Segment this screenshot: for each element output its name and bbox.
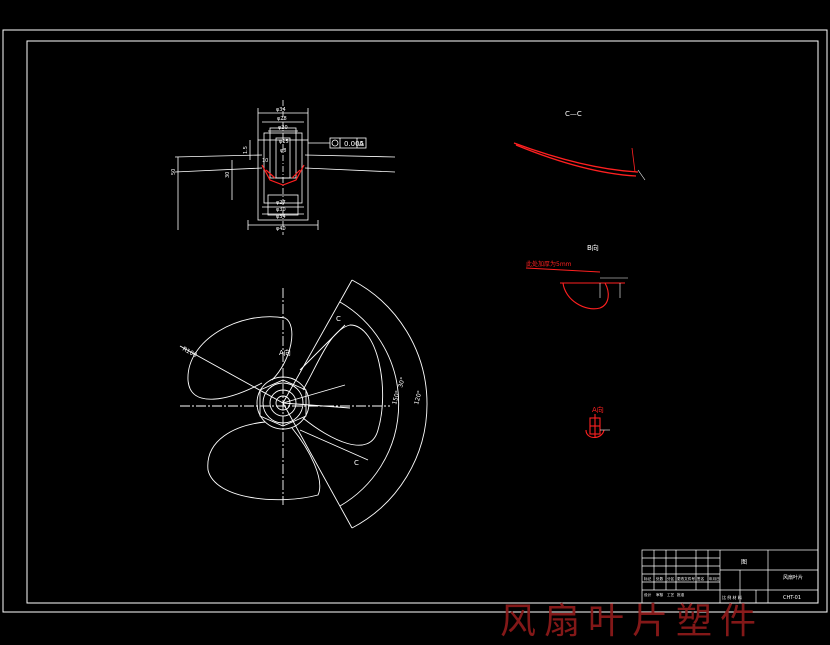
dim-text: φ34: [276, 214, 286, 220]
inner-frame: [26, 40, 819, 604]
title-cell: 审核: [656, 592, 664, 597]
section-c-label-top: C: [336, 315, 341, 323]
fan-front-view: [179, 279, 428, 529]
title-block-small-cells: 标记 处数 分区 更改文件号 签名 年月日 设计 审核 工艺 批准: [644, 576, 720, 597]
title-cell: 签名: [697, 576, 705, 581]
dim-text: 50: [171, 169, 177, 175]
dim-text: φ30: [276, 207, 286, 213]
title-cell: 处数: [656, 576, 664, 581]
tolerance-value: 0.005: [344, 140, 364, 148]
title-cell: 批准: [677, 592, 685, 597]
title-block-drawing-no: CHT-01: [783, 595, 801, 601]
dim-text: φ34: [276, 107, 286, 113]
title-cell: 工艺: [667, 592, 675, 597]
watermark-title: 风扇叶片塑件: [500, 601, 765, 642]
dim-text: φ28: [277, 116, 287, 122]
title-block-part-name: 风扇叶片: [783, 574, 803, 581]
section-c-label-bottom: C: [354, 459, 359, 467]
view-b-note: 此处加厚为5mm: [526, 260, 572, 268]
dim-text: 1.5: [243, 146, 249, 154]
view-a-detail: [585, 414, 610, 439]
title-cell: 年月日: [709, 576, 720, 581]
angle-label: 150°: [391, 390, 402, 406]
dim-text: φ40: [276, 226, 286, 232]
angle-label: 120°: [413, 390, 424, 406]
title-cell: 更改文件号: [677, 576, 695, 581]
dim-text: φ8: [280, 148, 286, 154]
section-cc-label: C—C: [565, 110, 582, 118]
top-view-dims: φ34 φ28 φ20 φ15 φ8 1.5 10 φ27 φ30 φ34 φ4…: [171, 107, 289, 232]
view-b-label: B向: [587, 243, 599, 252]
title-block: [641, 549, 819, 604]
view-a-label: A向: [592, 405, 604, 414]
tolerance-datum: A: [359, 140, 364, 148]
view-b-detail: [525, 267, 628, 310]
a-view-label-main: A向: [279, 348, 291, 357]
title-block-center: 图: [741, 559, 747, 566]
section-view-hub: [174, 100, 396, 235]
section-view-hatch: [261, 164, 305, 186]
title-cell: 分区: [667, 576, 675, 581]
dim-text: φ20: [278, 125, 288, 131]
dim-text: 30: [225, 172, 231, 178]
radius-label: R100: [181, 346, 198, 360]
angle-label: 30°: [397, 376, 407, 388]
outer-frame: [2, 29, 828, 613]
title-block-scale-row: 比 例 材 料: [722, 594, 742, 600]
dim-text: φ15: [279, 139, 289, 145]
dim-text: φ27: [276, 200, 286, 206]
section-cc-profile: [513, 142, 646, 181]
dim-text: 10: [262, 158, 268, 164]
title-cell: 设计: [644, 592, 652, 597]
title-cell: 标记: [644, 576, 652, 581]
